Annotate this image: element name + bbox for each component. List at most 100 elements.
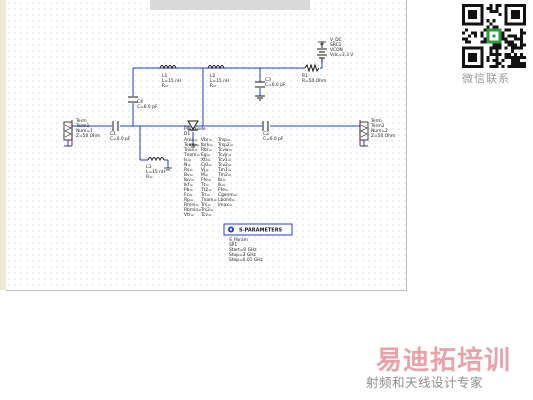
diode-type: PIN_diode [184, 126, 206, 132]
diode-param: Fc= [184, 192, 193, 198]
diode-param: Rmin= [184, 202, 199, 208]
diode-param: Is= [184, 157, 192, 163]
diode-param: Ibrk= [201, 142, 213, 148]
c3-id: C3 [265, 77, 271, 83]
term1-num: Num=1 [76, 128, 93, 134]
diode-param: N= [184, 162, 191, 168]
l3-value: L=15 nH [146, 169, 165, 175]
diode-param: Pb= [184, 187, 193, 193]
diode-param: Tcv= [200, 212, 212, 218]
diode-param: Rs= [184, 167, 193, 173]
l1-id: L1 [162, 73, 167, 79]
diode-param: Vbr= [201, 137, 213, 143]
term1-impedance: Z=50 Ohm [76, 133, 100, 139]
diode-param: Area= [184, 137, 198, 143]
diode-param: Cgenm= [218, 192, 238, 198]
r1-id: R1 [302, 73, 308, 79]
vdc-value: Vdc=3.3 V [330, 52, 353, 58]
diode-param: Imax= [218, 202, 233, 208]
diode-param: Trise= [183, 147, 198, 153]
l3-id: L3 [146, 164, 151, 170]
qr-caption: 微信联系 [462, 72, 510, 85]
c1-value: C=6.0 pF [110, 136, 131, 142]
diode-param: Vj= [201, 167, 209, 173]
diode-param: Trs2= [200, 207, 214, 213]
diode-param: Tcv2= [217, 162, 232, 168]
diode-param: Bv= [184, 172, 194, 178]
diode-param: Trr= [200, 192, 211, 198]
s-param-id: SP1 [229, 242, 237, 248]
vcon-label: VCON [330, 47, 343, 53]
l2-resistance: R= [210, 83, 217, 89]
diode-param: Tcv1= [217, 157, 232, 163]
c1-id: C1 [110, 131, 116, 137]
diode-param: Tt2= [200, 187, 212, 193]
diode-param: Trsp2= [217, 142, 234, 148]
l1-symbol[interactable] [159, 65, 177, 70]
diode-id: D1 [184, 131, 190, 137]
wires [67, 62, 365, 168]
diode-param: Trsp= [217, 137, 231, 143]
brand-subtitle: 射频和天线设计专家 [366, 375, 484, 390]
term2-num: Num=2 [371, 128, 388, 134]
diode-param: Ib= [218, 177, 226, 183]
c1-symbol[interactable] [112, 121, 119, 131]
vdc-symbol[interactable] [317, 41, 327, 62]
s-param-start: Start=0 GHz [229, 247, 257, 253]
diode-param: Temp= [183, 142, 200, 148]
s-param-type: S_Param [229, 237, 248, 243]
c4-symbol[interactable] [128, 96, 138, 103]
l2-value: L=15 nH [210, 78, 229, 84]
l2-id: L2 [210, 73, 215, 79]
term1-symbol[interactable] [63, 121, 73, 147]
diode-param: Tcvjr= [217, 152, 232, 158]
c3-value: C=6.0 pF [265, 82, 286, 88]
schematic-canvas[interactable] [6, 0, 407, 291]
diode-param: Rp= [184, 197, 194, 203]
diode-param: Rbr= [201, 147, 213, 153]
qr-code [462, 4, 526, 68]
r1-value: R=50 Ohm [302, 78, 326, 84]
diode-param: Ik= [218, 182, 226, 188]
diode-param: Eg= [201, 152, 211, 158]
c2-symbol[interactable] [262, 121, 269, 131]
diode-param: Ffe= [218, 187, 229, 193]
l2-symbol[interactable] [207, 65, 225, 70]
diode-param: Tt= [200, 182, 209, 188]
diode-parameter-list: Area=Temp=Trise=Tnom=Is=N=Rs=Bv=Ibv=Ikf=… [183, 137, 238, 218]
diode-param: Tnom= [183, 152, 200, 158]
s-parameters-controller[interactable] [223, 223, 293, 236]
term2-symbol[interactable] [359, 121, 369, 147]
l1-value: L=15 nH [162, 78, 181, 84]
term2-id: Term2 [370, 123, 385, 129]
diode-param: Tcvw= [217, 147, 233, 153]
diode-param: Tnom= [200, 197, 217, 203]
pin-diode-symbol[interactable] [187, 120, 199, 148]
diode-param: Rbmin= [184, 207, 202, 213]
term2-name: Term [370, 118, 382, 124]
l3-symbol[interactable] [147, 157, 172, 171]
brand-logo-text: 易迪拓培训 [376, 346, 512, 376]
diode-param: Xti= [201, 157, 211, 163]
c3-symbol[interactable] [255, 81, 265, 101]
s-param-stop: Stop=3 GHz [229, 252, 257, 258]
diode-param: Tm1= [217, 167, 232, 173]
diode-param: Vtr= [184, 212, 195, 218]
toolbar-strip [150, 0, 310, 10]
vdc-id: SRC1 [330, 42, 342, 48]
term2-impedance: Z=50 Ohm [371, 133, 395, 139]
diode-param: M= [201, 172, 209, 178]
diode-param: Lbond= [218, 197, 235, 203]
r1-symbol[interactable] [304, 63, 320, 73]
diode-param: Tm2= [217, 172, 232, 178]
diode-param: Ffe= [201, 177, 212, 183]
l3-resistance: R= [146, 174, 153, 180]
l1-resistance: R= [162, 83, 169, 89]
c4-value: C=6.0 pF [137, 104, 158, 110]
c2-value: C=6.0 pF [263, 136, 284, 142]
c2-id: C2 [263, 131, 269, 137]
s-param-step: Step=0.01 GHz [229, 257, 264, 263]
diode-param: Ikf= [184, 182, 193, 188]
s-param-title: S-PARAMETERS [239, 228, 283, 234]
